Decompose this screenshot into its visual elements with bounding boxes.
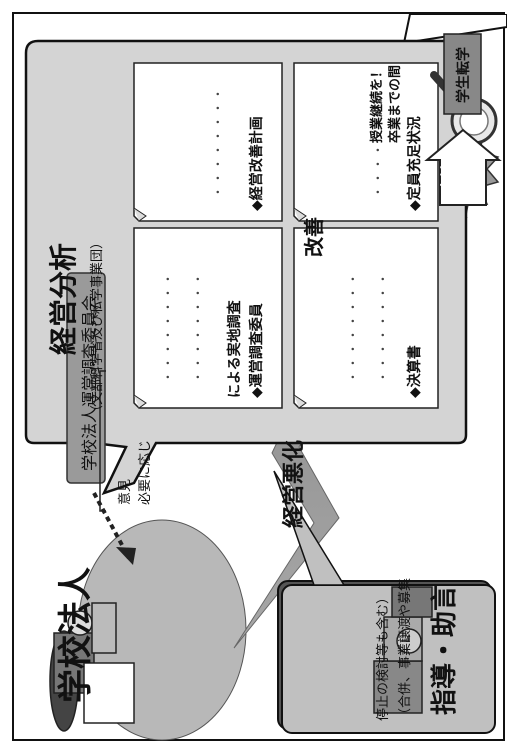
school-building-icon (373, 586, 433, 714)
note-settlement-dots-2: ・・・・・・・・ (346, 270, 360, 383)
note-settlement-dots: ・・・・・・・・ (376, 270, 390, 383)
guidance-detail-line2: 停止の検討等も含む） (376, 590, 391, 721)
top-callout-corner (402, 14, 507, 45)
rotated-diagram: 学校法人 経営悪化 経営分析 （文部科学省及び私学事業団） ◆決算書 ・・・・・… (14, 14, 507, 743)
deterioration-label: 経営悪化 (282, 439, 307, 528)
guidance-pointer (273, 470, 346, 586)
note-survey-dots: ・・・・・・・・ (191, 270, 205, 383)
note-settlement-label: ◆決算書 (407, 345, 423, 398)
guidance-detail-line1: （合併、事業譲渡や募集 (398, 577, 413, 721)
guidance-title: 指導・助言 (430, 584, 460, 715)
note-survey-dots-2: ・・・・・・・・ (161, 270, 175, 383)
committee-arrow (92, 492, 136, 565)
person-desk-icon (49, 602, 135, 732)
note-card-enrollment (293, 62, 439, 222)
note-survey-line2: による実地調査 (227, 300, 243, 398)
diagram-shapes (24, 14, 507, 741)
transfer-label: 学生転学 (456, 47, 472, 103)
note-plan-label: ◆経営改善計画 (249, 116, 265, 211)
note-plan-dots: ・・・・・・・・ (211, 85, 225, 198)
note-enrollment-label: ◆定員充足状況 (407, 116, 423, 211)
improvement-label: 改善 (302, 217, 326, 257)
opinion-line2: 意見 (118, 478, 133, 505)
opinion-line1: 必要に応じ (138, 439, 153, 505)
note-survey-line1: ◆運営調査委員 (249, 303, 265, 398)
committee-label: 学校法人運営調査委員会 (80, 294, 99, 471)
failure-label: 破綻！ (440, 143, 461, 197)
continuation-line1: 卒業までの間 (388, 64, 403, 143)
transfer-arrow (424, 128, 502, 206)
transfer-box (443, 33, 482, 115)
diagram-frame: 学校法人 経営悪化 経営分析 （文部科学省及び私学事業団） ◆決算書 ・・・・・… (12, 12, 507, 743)
note-card-survey (133, 227, 283, 409)
school-corp-label: 学校法人 (56, 567, 96, 703)
note-card-settlement (293, 227, 439, 409)
continuation-line2: 授業継続を！ (370, 64, 385, 143)
committee-box (66, 272, 106, 484)
note-card-plan (133, 62, 283, 222)
